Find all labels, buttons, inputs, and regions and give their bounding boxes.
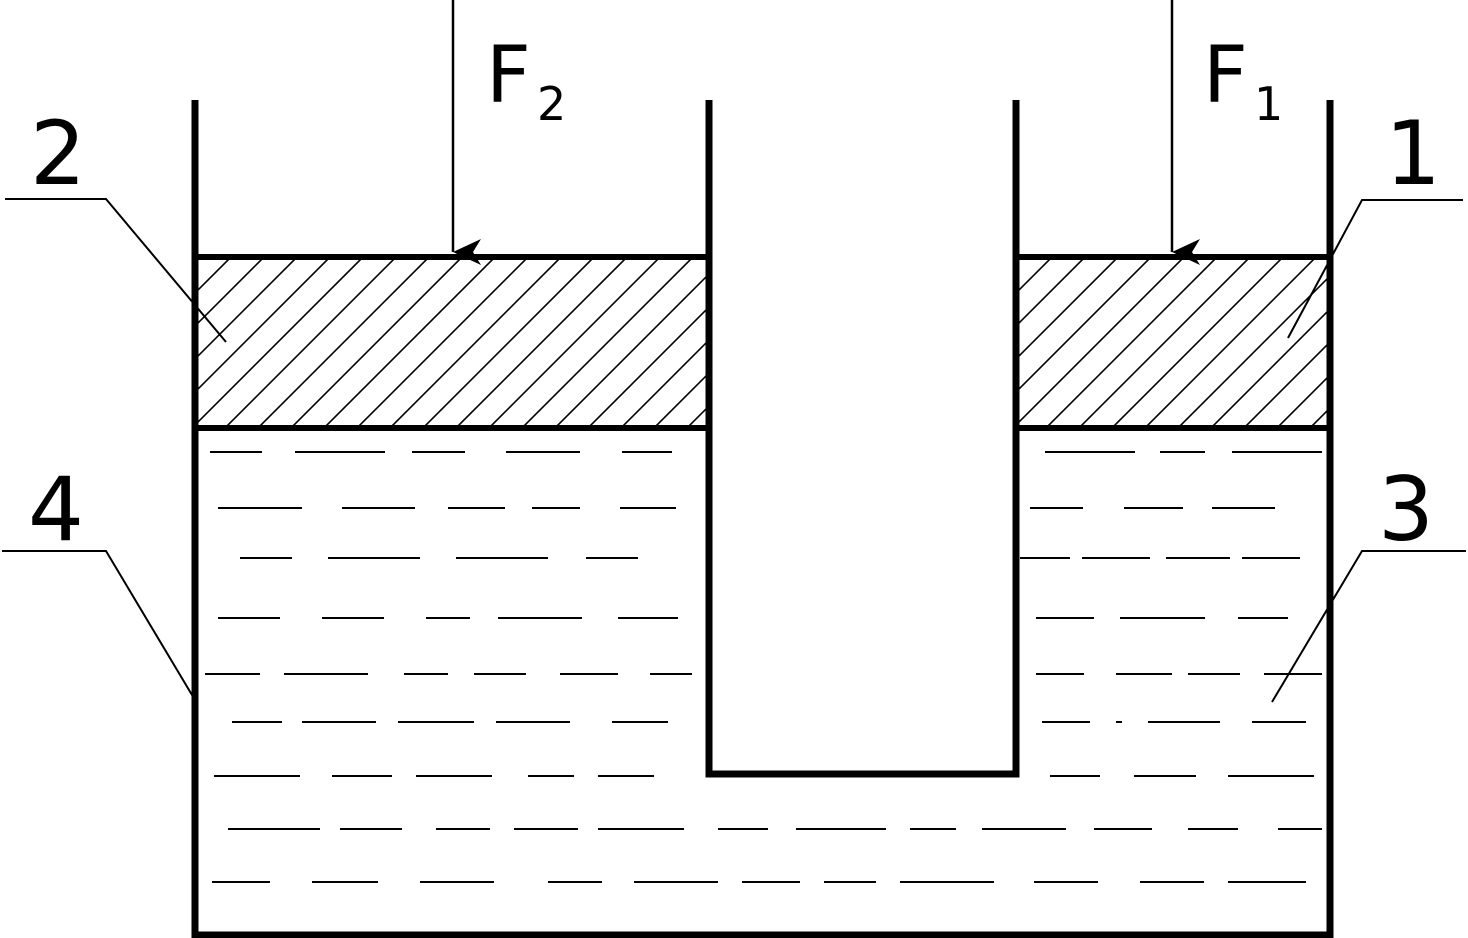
hatch-line: [456, 259, 626, 427]
hatch-line: [196, 259, 329, 393]
leader-line-1: [1287, 199, 1463, 339]
hatch-line: [1443, 259, 1468, 427]
hatch-line: [1377, 259, 1468, 427]
hatch-line: [820, 259, 988, 427]
hatch-line: [1046, 259, 1216, 427]
hatch-line: [258, 259, 428, 427]
liquid-dashes: [205, 451, 1322, 883]
force-left-subscript: 2: [537, 77, 566, 131]
right-piston: [1016, 254, 1468, 431]
hatch-line: [390, 259, 560, 427]
hatch-line: [1079, 259, 1249, 427]
hatch-line: [522, 259, 692, 427]
hatch-line: [196, 259, 197, 261]
hatch-line: [754, 259, 922, 427]
leader-line-3: [1271, 550, 1466, 703]
force-left-symbol: F: [486, 31, 531, 121]
hatch-line: [196, 259, 362, 426]
leader-line-2: [5, 198, 227, 343]
hatch-line: [1017, 259, 1018, 261]
label-vessel-wall: 4: [28, 458, 84, 561]
hatch-line: [1017, 259, 1150, 393]
right-piston-hatch: [1017, 259, 1468, 427]
hatch-line: [555, 272, 709, 427]
hatch-line: [196, 259, 263, 327]
hatch-line: [654, 371, 709, 427]
hatch-line: [853, 259, 1021, 427]
hatch-line: [1410, 259, 1468, 427]
hatch-line: [1017, 259, 1117, 360]
hatch-line: [1017, 259, 1051, 294]
label-piston-right: 1: [1385, 102, 1441, 205]
leader-line-4: [2, 550, 196, 701]
hatch-line: [1145, 259, 1315, 427]
force-label-left: F 2: [486, 31, 566, 131]
force-right-symbol: F: [1203, 31, 1248, 121]
hatch-line: [196, 259, 296, 360]
hatch-line: [1178, 276, 1328, 427]
hatch-line: [1277, 375, 1328, 427]
hatch-line: [1211, 309, 1328, 427]
label-liquid: 3: [1378, 458, 1434, 561]
hatch-line: [1310, 408, 1328, 427]
hatch-line: [687, 404, 709, 427]
hatch-line: [1344, 259, 1468, 427]
hatch-line: [489, 259, 659, 427]
label-piston-left: 2: [30, 102, 86, 205]
hatch-line: [721, 259, 889, 427]
hatch-line: [1017, 259, 1183, 426]
hatch-line: [588, 305, 709, 427]
hatch-line: [1017, 259, 1084, 327]
force-right-subscript: 1: [1254, 77, 1283, 131]
hatch-line: [225, 259, 395, 427]
hatch-line: [196, 259, 230, 294]
vessel-inner-partition: [705, 100, 1020, 778]
hatch-line: [1112, 259, 1282, 427]
hatch-line: [423, 259, 593, 427]
hatch-line: [324, 259, 494, 427]
hatch-line: [291, 259, 461, 427]
hatch-line: [1244, 342, 1328, 427]
left-piston-hatch: [196, 259, 1021, 427]
force-label-right: F 1: [1203, 31, 1283, 131]
hatch-line: [787, 259, 955, 427]
hatch-line: [357, 259, 527, 427]
vessel-outer-wall: [191, 100, 1334, 938]
